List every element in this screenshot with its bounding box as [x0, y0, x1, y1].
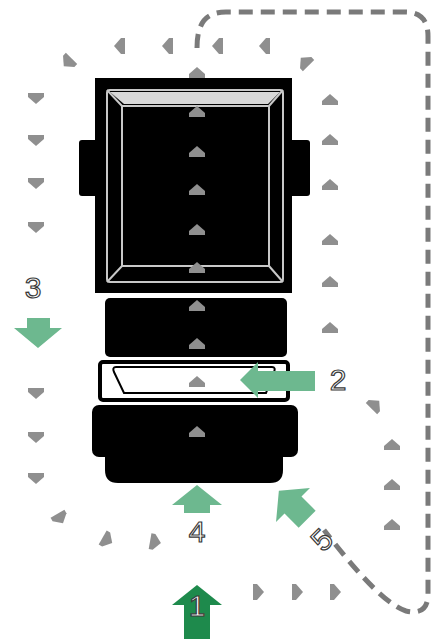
airflow-arrow — [322, 94, 338, 105]
airflow-arrow — [189, 146, 205, 157]
airflow-arrow — [295, 52, 314, 71]
lens-band — [105, 298, 287, 357]
airflow-arrow — [253, 584, 264, 600]
camera-body — [79, 78, 310, 293]
airflow-arrow — [384, 479, 400, 490]
flow-arrow — [14, 318, 62, 348]
airflow-arrow — [189, 376, 205, 387]
airflow-arrow — [259, 38, 270, 54]
lens-mount — [92, 405, 298, 483]
callout-number: 4 — [182, 515, 212, 549]
callout-number: 3 — [18, 271, 48, 305]
green-arrows — [14, 318, 324, 639]
airflow-arrow — [189, 67, 205, 78]
airflow-arrow — [384, 519, 400, 530]
airflow-arrow — [330, 584, 341, 600]
airflow-arrow — [149, 533, 163, 551]
airflow-arrow — [28, 222, 44, 233]
airflow-arrow — [322, 322, 338, 333]
airflow-arrow — [322, 179, 338, 190]
airflow-arrow — [51, 510, 70, 528]
flow-arrow — [172, 485, 222, 513]
inlet-arrow — [172, 585, 222, 639]
airflow-arrow — [189, 300, 205, 311]
airflow-arrow — [366, 395, 385, 414]
airflow-arrows — [28, 38, 400, 600]
airflow-arrow — [189, 224, 205, 235]
callout-number: 5 — [299, 517, 344, 562]
airflow-arrow — [58, 53, 77, 72]
airflow-arrow — [28, 93, 44, 104]
callout-number: 1 — [182, 589, 212, 623]
airflow-arrow — [99, 531, 117, 550]
airflow-arrow — [212, 38, 223, 54]
airflow-arrow — [322, 276, 338, 287]
airflow-arrow — [189, 106, 205, 117]
airflow-arrow — [292, 584, 303, 600]
callout-number: 2 — [323, 363, 353, 397]
airflow-arrow — [322, 234, 338, 245]
airflow-arrow — [28, 178, 44, 189]
airflow-arrow — [189, 184, 205, 195]
airflow-arrow — [162, 38, 173, 54]
flow-arrow — [240, 362, 315, 398]
airflow-arrow — [28, 135, 44, 146]
airflow-arrow — [189, 426, 205, 437]
airflow-arrow — [384, 439, 400, 450]
airflow-arrow — [28, 432, 44, 443]
airflow-arrow — [28, 388, 44, 399]
airflow-arrow — [189, 262, 205, 273]
airflow-arrow — [28, 473, 44, 484]
airflow-arrow — [114, 38, 125, 54]
airflow-arrow — [189, 338, 205, 349]
airflow-arrow — [322, 134, 338, 145]
